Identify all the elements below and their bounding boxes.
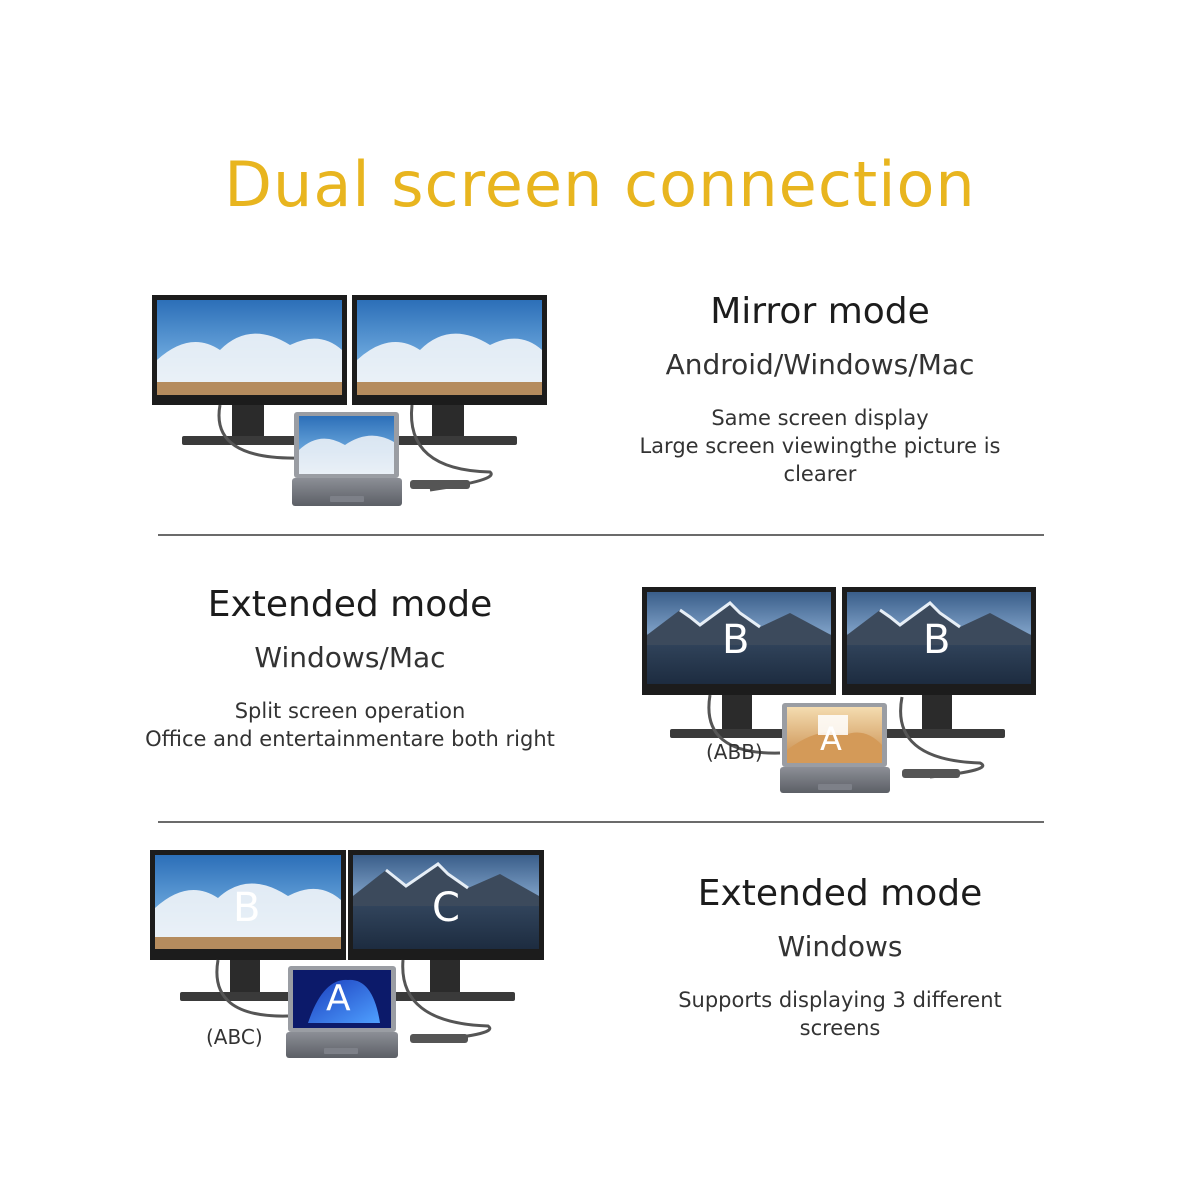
mirror-mode-text: Mirror mode Android/Windows/Mac Same scr… xyxy=(600,290,1040,488)
extended-mode-abc-illustration xyxy=(150,850,544,1058)
section-os: Windows xyxy=(777,930,903,963)
section-desc-line: Office and entertainmentare both right xyxy=(145,727,555,751)
extended-mode-abc-text: Extended mode Windows Supports displayin… xyxy=(620,872,1060,1042)
section-os: Windows/Mac xyxy=(254,641,446,674)
extended-mode-abb-illustration xyxy=(642,587,1036,793)
screen-label: B xyxy=(722,617,750,663)
extended-mode-abb-text: Extended mode Windows/Mac Split screen o… xyxy=(130,583,570,753)
section-desc-line: Large screen viewingthe picture is clear… xyxy=(639,434,1001,486)
section-heading: Extended mode xyxy=(207,584,493,625)
section-heading: Mirror mode xyxy=(710,291,930,332)
configuration-tag: (ABB) xyxy=(706,740,763,764)
screen-label: C xyxy=(432,885,460,931)
screen-label: A xyxy=(326,978,351,1019)
mirror-mode-illustration xyxy=(152,295,547,506)
page-title: Dual screen connection xyxy=(224,148,976,221)
screen-label: B xyxy=(233,885,261,931)
section-divider xyxy=(158,534,1044,536)
section-desc-line: Split screen operation xyxy=(234,699,466,723)
section-divider xyxy=(158,821,1044,823)
screen-label: A xyxy=(820,720,842,758)
section-desc-line: Supports displaying 3 different xyxy=(678,988,1002,1012)
screen-label: B xyxy=(923,617,951,663)
section-heading: Extended mode xyxy=(697,873,983,914)
configuration-tag: (ABC) xyxy=(206,1025,263,1049)
section-desc-line: screens xyxy=(799,1016,881,1040)
section-desc-line: Same screen display xyxy=(711,406,929,430)
section-os: Android/Windows/Mac xyxy=(665,348,975,381)
